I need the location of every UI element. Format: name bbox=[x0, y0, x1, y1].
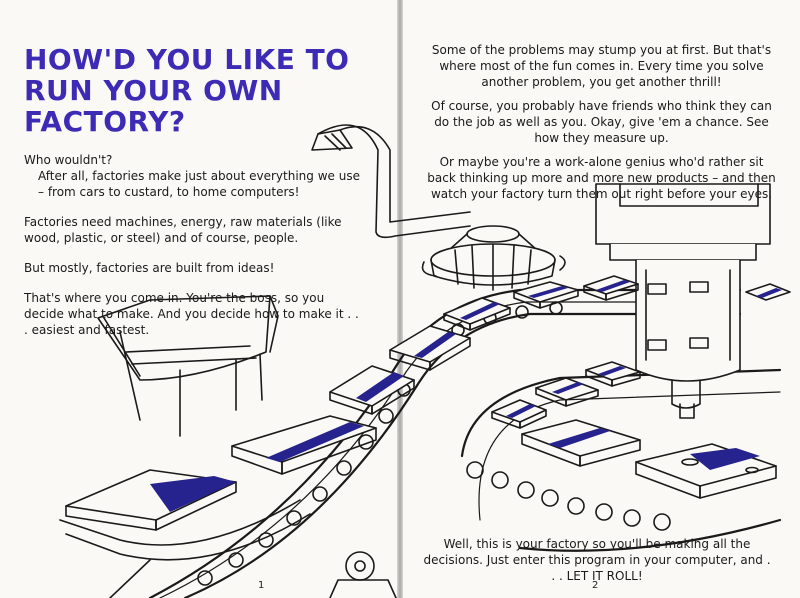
product-block bbox=[635, 443, 777, 499]
product-block bbox=[231, 415, 377, 475]
closing-text: Well, this is your factory so you'll be … bbox=[423, 537, 771, 583]
intro-text: Who wouldn't? After all, factories make … bbox=[24, 152, 364, 352]
product-block bbox=[329, 365, 415, 415]
paragraph: Of course, you probably have friends who… bbox=[431, 99, 772, 145]
product-block bbox=[65, 469, 237, 531]
paragraph: Who wouldn't? bbox=[24, 153, 113, 167]
product-block bbox=[443, 297, 511, 331]
paragraph: That's where you come in. You're the bos… bbox=[24, 291, 359, 337]
right-page-text: Some of the problems may stump you at fi… bbox=[424, 42, 779, 210]
product-block bbox=[389, 325, 471, 371]
product-block bbox=[491, 399, 547, 429]
page-title: HOW'D YOU LIKE TO RUN YOUR OWN FACTORY? bbox=[24, 44, 349, 137]
lower-left-conveyor bbox=[59, 499, 311, 598]
product-block bbox=[745, 283, 791, 301]
paragraph: Some of the problems may stump you at fi… bbox=[431, 43, 772, 89]
product-block bbox=[521, 419, 641, 467]
paint-tray bbox=[97, 295, 279, 437]
product-block bbox=[583, 275, 639, 301]
product-block bbox=[513, 281, 579, 309]
product-block bbox=[535, 377, 599, 407]
paragraph: After all, factories make just about eve… bbox=[38, 169, 360, 199]
title-line: HOW'D YOU LIKE TO bbox=[24, 43, 350, 76]
page-number-right: 2 bbox=[592, 580, 599, 591]
title-line: RUN YOUR OWN bbox=[24, 74, 283, 107]
paragraph: But mostly, factories are built from ide… bbox=[24, 261, 275, 275]
right-conveyor bbox=[460, 368, 782, 552]
round-hopper bbox=[421, 225, 566, 291]
paragraph: Or maybe you're a work-alone genius who'… bbox=[427, 155, 776, 201]
overhead-pipe bbox=[311, 124, 471, 239]
title-line: FACTORY? bbox=[24, 105, 186, 138]
gear-wheels bbox=[329, 551, 397, 598]
book-gutter bbox=[397, 0, 403, 598]
page-number-left: 1 bbox=[258, 580, 265, 591]
paragraph: Factories need machines, energy, raw mat… bbox=[24, 215, 342, 245]
stamping-press bbox=[595, 183, 771, 419]
product-block bbox=[585, 361, 641, 387]
